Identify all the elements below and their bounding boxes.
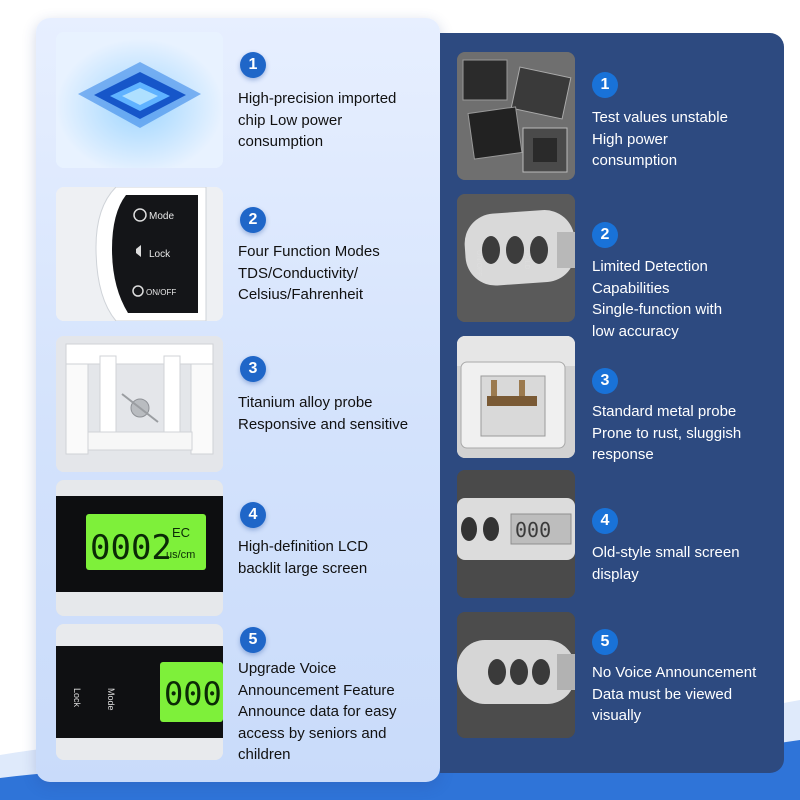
feature-description: Test values unstable High power consumpt… [592, 107, 728, 172]
feature-description: Limited Detection Capabilities Single-fu… [592, 256, 722, 342]
lcd-value: 000 [164, 675, 222, 713]
old-pen-top-image [457, 612, 575, 738]
meter-buttons-image: Mode Lock ON/OFF [56, 187, 223, 321]
lcd-value: 0002 [90, 528, 172, 568]
feature-number-badge: 3 [240, 356, 266, 382]
speaker-icon [136, 245, 141, 257]
lcd-value: 000 [515, 518, 551, 542]
feature-description: Old-style small screen display [592, 542, 740, 585]
text-line: Test values unstable [592, 109, 728, 126]
feature-description: Upgrade Voice Announcement Feature Annou… [238, 658, 396, 766]
lcd-screen [160, 662, 223, 722]
lcd-unit: us/cm [166, 549, 195, 561]
text-line: High-precision imported [238, 90, 397, 107]
lock-label: Lock [72, 688, 82, 708]
text-line: consumption [592, 152, 678, 169]
titanium-probe-image [56, 336, 223, 472]
text-line: Four Function Modes [238, 243, 380, 260]
text-line: TDS/Conductivity/ [238, 264, 359, 282]
lock-label: Lock [149, 249, 171, 260]
backlit-lcd-image: 0002 EC us/cm [56, 480, 223, 616]
feature-description: Standard metal probe Prone to rust, slug… [592, 401, 741, 466]
meter-side-image: Lock Mode 000 [56, 624, 223, 760]
onoff-label: ON/OFF [146, 288, 176, 297]
lcd-unit: EC [172, 525, 190, 540]
text-line: Limited Detection [592, 258, 708, 275]
lcd-screen [86, 514, 206, 570]
old-pen-buttons-image: ON/OFF HOLD [457, 194, 575, 322]
feature-number-badge: 2 [240, 207, 266, 233]
text-line: consumption [238, 133, 324, 150]
text-line: Responsive and sensitive [238, 415, 409, 433]
text-line: Upgrade Voice [238, 660, 337, 677]
feature-description: Titanium alloy probe Responsive and sens… [238, 392, 408, 435]
text-line: response [592, 446, 654, 463]
text-line: access by seniors and [238, 724, 387, 742]
text-line: chip Low power [238, 111, 343, 129]
text-line: Celsius/Fahrenheit [238, 286, 364, 303]
text-line: Data must be viewed [592, 685, 733, 703]
text-line: High-definition LCD [238, 538, 369, 555]
text-line: Announcement Feature [238, 681, 395, 699]
mode-label: Mode [106, 688, 116, 711]
feature-description: High-precision imported chip Low power c… [238, 88, 396, 153]
mode-icon [133, 208, 147, 222]
text-line: No Voice Announcement [592, 664, 757, 681]
old-chips-image [457, 52, 575, 180]
feature-number-badge: 5 [240, 627, 266, 653]
feature-description: No Voice Announcement Data must be viewe… [592, 662, 756, 727]
text-line: Old-style small screen [592, 544, 740, 561]
feature-number-badge: 4 [592, 508, 618, 534]
feature-number-badge: 4 [240, 502, 266, 528]
text-line: Single-function with [592, 301, 723, 318]
small-lcd-screen [510, 513, 572, 545]
feature-description: High-definition LCD backlit large screen [238, 536, 368, 579]
feature-number-badge: 5 [592, 629, 618, 655]
feature-number-badge: 3 [592, 368, 618, 394]
text-line: Titanium alloy probe [238, 394, 373, 411]
feature-description: Four Function Modes TDS/Conductivity/ Ce… [238, 241, 380, 306]
text-line: Capabilities [592, 279, 670, 297]
text-line: display [592, 565, 639, 583]
hold-label: HOLD [523, 250, 530, 269]
text-line: Announce data for easy [238, 703, 397, 720]
metal-probe-image [457, 336, 575, 458]
text-line: backlit large screen [238, 559, 368, 577]
feature-number-badge: 2 [592, 222, 618, 248]
small-screen-image: 000 [457, 470, 575, 598]
feature-number-badge: 1 [240, 52, 266, 78]
text-line: low accuracy [592, 322, 679, 340]
chip-image [56, 32, 223, 168]
text-line: visually [592, 707, 642, 724]
text-line: Prone to rust, sluggish [592, 424, 742, 442]
mode-label: Mode [149, 211, 174, 222]
text-line: Standard metal probe [592, 403, 737, 420]
power-icon [132, 285, 144, 297]
onoff-label: ON/OFF [475, 250, 482, 276]
text-line: children [238, 746, 291, 763]
feature-number-badge: 1 [592, 72, 618, 98]
text-line: High power [592, 130, 668, 148]
